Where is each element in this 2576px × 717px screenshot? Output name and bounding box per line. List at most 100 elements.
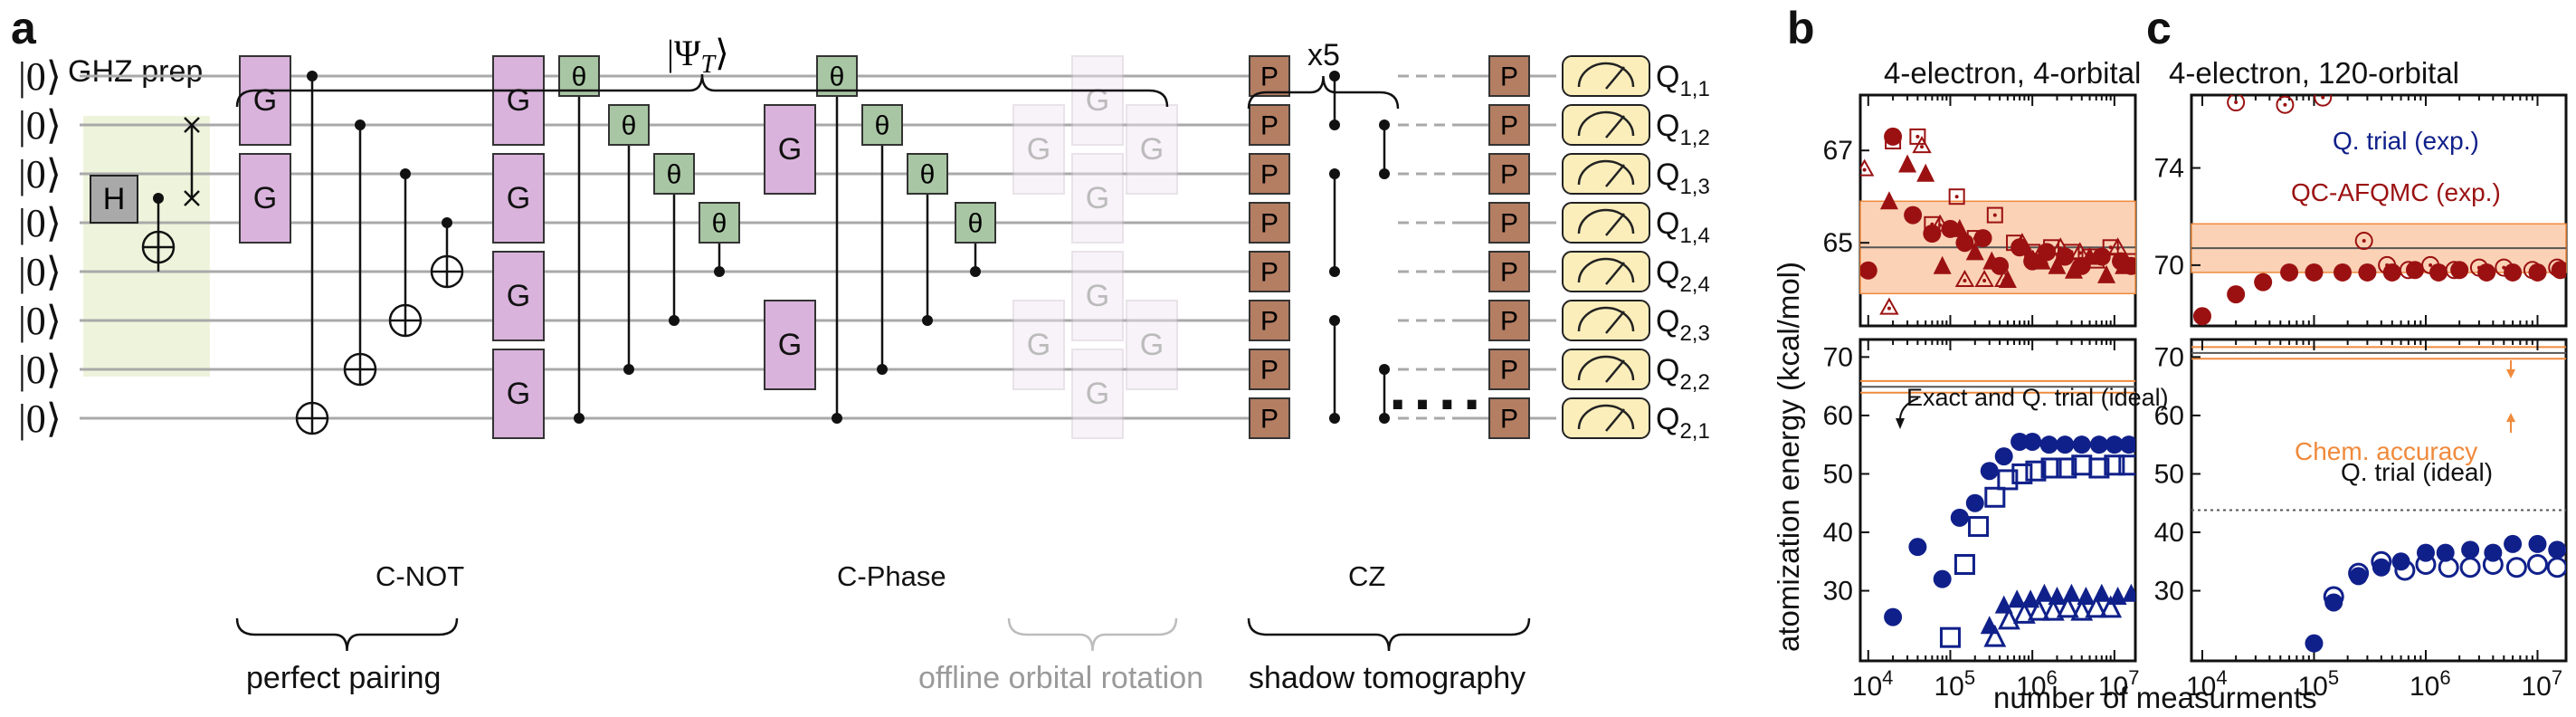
data-point-dot <box>1891 139 1896 143</box>
data-point <box>2254 272 2273 292</box>
x-tick-label: 107 <box>2098 666 2140 702</box>
data-point <box>1974 269 1994 287</box>
givens-label: G <box>507 279 530 313</box>
x-tick-label: 104 <box>2186 666 2228 702</box>
qubit-label: Q1,4 <box>1656 206 1710 248</box>
annotation-qtrial-ideal: Q. trial (ideal) <box>2341 458 2493 486</box>
data-point <box>1984 486 2006 508</box>
p-gate <box>1249 55 1290 97</box>
p-gate-label: P <box>1500 160 1518 190</box>
p-gate <box>1249 202 1290 244</box>
annotation-exact: Exact and Q. trial (ideal) <box>1906 384 2169 411</box>
data-point <box>2528 263 2547 282</box>
psi-label: |ΨT⟩ <box>667 33 729 79</box>
theta-gate <box>907 153 948 195</box>
measurement-meter <box>1562 397 1650 439</box>
givens-label: G <box>1086 377 1109 411</box>
data-point-dot <box>1930 222 1934 226</box>
title-b: 4-electron, 4-orbital <box>1884 56 2141 90</box>
data-point-dot <box>2108 245 2113 250</box>
givens-label: G <box>1027 328 1050 362</box>
data-point <box>1955 234 1974 253</box>
qubit-label: Q2,3 <box>1656 304 1710 346</box>
data-point-dot <box>2234 100 2239 105</box>
control-dot <box>970 266 981 277</box>
givens-label: G <box>778 328 802 362</box>
p-gate-label: P <box>1500 405 1518 435</box>
givens-gate <box>492 251 545 341</box>
data-point-dot <box>2030 250 2035 254</box>
data-point-dot <box>2283 102 2287 107</box>
data-point <box>2107 237 2128 255</box>
data-point <box>2105 435 2124 454</box>
theta-gate <box>816 55 858 97</box>
data-point <box>2504 263 2523 282</box>
data-point <box>2305 263 2324 282</box>
theta-gate-label: θ <box>667 160 682 190</box>
data-point <box>1997 469 2019 491</box>
data-point <box>1950 218 1969 237</box>
p-gate <box>1249 349 1290 390</box>
qubit-label: Q1,2 <box>1656 109 1710 150</box>
qubit-label: Q2,2 <box>1656 353 1710 395</box>
control-dot <box>1329 168 1340 179</box>
data-point <box>2021 589 2040 608</box>
faded-givens-gate <box>1071 55 1124 146</box>
input-ket: |0⟩ <box>18 250 62 294</box>
p-gate <box>1488 349 1530 390</box>
data-point <box>2115 255 2134 274</box>
input-ket: |0⟩ <box>18 152 62 196</box>
section-orbital-rotation: offline orbital rotation <box>918 661 1203 695</box>
data-point <box>2039 435 2058 454</box>
data-point <box>2027 598 2050 621</box>
data-point <box>2104 454 2125 476</box>
data-point <box>1879 297 1899 315</box>
data-point <box>2227 95 2246 112</box>
data-point <box>1950 508 1969 527</box>
data-point <box>2025 460 2047 482</box>
data-point <box>1923 225 1942 243</box>
x-tick-label: 106 <box>2410 666 2451 702</box>
data-point <box>1908 538 1927 557</box>
data-point <box>1933 569 1952 588</box>
measurement-meter <box>1562 104 1650 146</box>
meter-needle <box>1605 115 1625 139</box>
data-point <box>2528 534 2547 553</box>
data-point <box>1968 516 1990 538</box>
meter-dial <box>1577 110 1635 137</box>
givens-gate <box>764 104 816 195</box>
p-gate-label: P <box>1500 111 1518 141</box>
data-point <box>2056 457 2077 479</box>
control-dot <box>355 120 366 130</box>
y-tick-label: 30 <box>2154 577 2184 607</box>
data-point <box>2088 457 2110 479</box>
theta-gate <box>699 202 740 244</box>
data-point <box>2040 457 2062 479</box>
meter-needle <box>1605 359 1625 383</box>
data-point-dot <box>2058 246 2063 251</box>
data-point <box>1982 251 2001 270</box>
theta-gate <box>653 153 695 195</box>
chem-arrow-head <box>2506 369 2515 378</box>
faded-givens-gate <box>1126 104 1178 195</box>
data-point <box>2526 554 2548 575</box>
data-point-dot <box>2115 246 2120 251</box>
data-point-dot <box>2452 268 2457 272</box>
control-dot <box>442 217 452 228</box>
section-shadow-tomography: shadow tomography <box>1249 661 1526 695</box>
data-point-dot <box>2321 95 2325 100</box>
data-point <box>2324 593 2343 612</box>
p-gate <box>1488 153 1530 195</box>
data-point <box>2011 463 2033 484</box>
givens-gate <box>492 349 545 439</box>
x-tick-label: 104 <box>1852 666 1894 702</box>
panel-label-b: b <box>1787 3 1815 53</box>
p-gate-label: P <box>1260 209 1278 239</box>
p-gate-label: P <box>1260 160 1278 190</box>
input-ket: |0⟩ <box>18 348 62 392</box>
quantum-circuit: |0⟩|0⟩|0⟩|0⟩|0⟩|0⟩|0⟩|0⟩HGGGGGGθθθθGGθθθ… <box>18 54 1650 652</box>
data-point <box>2421 255 2440 274</box>
control-dot <box>832 413 842 424</box>
theta-gate-label: θ <box>712 209 727 239</box>
theta-gate <box>558 55 600 97</box>
